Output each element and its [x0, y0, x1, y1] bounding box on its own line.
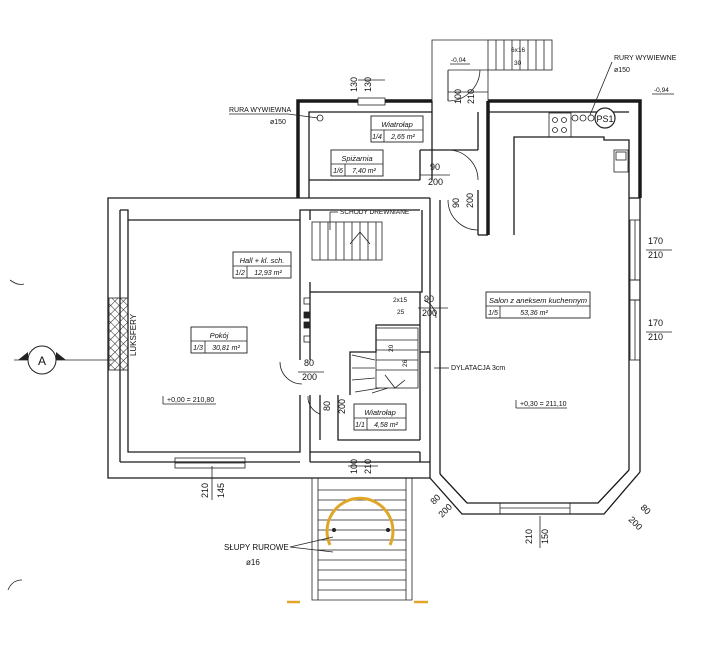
- room-area: 12,93 m²: [254, 270, 282, 277]
- room-label-hall: Hall + kl. sch. 1/2 12,93 m²: [232, 251, 292, 279]
- dim: 200: [428, 177, 443, 187]
- dim: 130: [349, 77, 359, 92]
- dim: 80: [322, 401, 332, 411]
- doors: [279, 69, 481, 415]
- section-marker-label: A: [38, 354, 46, 368]
- dimensions: 130 130 100 210 90 200 90 200 170 210 17…: [200, 77, 672, 548]
- room-name: Spiżarnia: [341, 154, 372, 163]
- level-top-left: -0,04: [451, 57, 466, 64]
- room-area: 4,58 m²: [374, 422, 398, 429]
- dim: 80: [639, 502, 653, 516]
- room-id: 1/4: [372, 134, 382, 141]
- room-name: Hall + kl. sch.: [240, 256, 285, 265]
- dim: 210: [200, 483, 210, 498]
- room-name: Wiatrołap: [364, 408, 396, 417]
- dim: 200: [627, 514, 645, 532]
- stairs: [287, 39, 553, 604]
- schody-drewniane-label: SCHODY DREWNIANE: [340, 209, 410, 216]
- luksfery-label: LUKSFERY: [129, 313, 138, 356]
- dim: 130: [363, 77, 373, 92]
- dim: 90: [424, 294, 434, 304]
- ps1-symbol: PS1: [316, 107, 616, 129]
- dim: 90: [430, 162, 440, 172]
- kitchen-fixtures: [303, 112, 629, 343]
- room-area: 53,36 m²: [520, 310, 548, 317]
- dim: 200: [337, 399, 347, 414]
- dim: 200: [302, 372, 317, 382]
- level-salon: +0,30 = 211,10: [520, 401, 567, 408]
- dylatacja-label: DYLATACJA 3cm: [451, 365, 505, 372]
- room-label-salon: Salon z aneksem kuchennym 1/5 53,36 m²: [485, 291, 591, 319]
- room-name: Pokój: [210, 331, 229, 340]
- dim: 100: [453, 89, 463, 104]
- slupy-rurowe-label: SŁUPY RUROWE: [224, 543, 289, 552]
- dim: 80: [304, 358, 314, 368]
- dim: 200: [465, 193, 475, 208]
- stairs-top-label: 6x16: [511, 47, 525, 54]
- room-area: 7,40 m²: [352, 168, 376, 175]
- dim: 145: [216, 483, 226, 498]
- level-marks: +0,00 = 210,80 +0,30 = 211,10 -0,04 -0,9…: [162, 57, 674, 409]
- rura-wywiewna-label: RURA WYWIEWNA: [229, 107, 292, 114]
- stairs-top-label-2: 30: [514, 60, 522, 67]
- stairs-inner-1: 2x15: [393, 297, 407, 304]
- room-area: 2,65 m²: [390, 134, 415, 141]
- room-id: 1/3: [193, 345, 203, 352]
- room-label-spizarnia: Spiżarnia 1/6 7,40 m²: [330, 149, 384, 177]
- stairs-inner-3: 20: [388, 344, 395, 352]
- dim: 210: [648, 250, 663, 260]
- stairs-inner-4: 26: [402, 359, 409, 367]
- dim: 210: [363, 459, 373, 474]
- rury-wywiewne-dia: ø150: [614, 67, 630, 74]
- room-id: 1/5: [488, 310, 498, 317]
- room-name: Salon z aneksem kuchennym: [489, 296, 587, 305]
- walls: [107, 97, 642, 515]
- room-label-wiatrolap-1-1: Wiatrołap 1/1 4,58 m²: [353, 403, 407, 431]
- rury-wywiewne-label: RURY WYWIEWNE: [614, 55, 677, 62]
- dim: 80: [428, 492, 442, 506]
- dim: 100: [349, 459, 359, 474]
- ps1-label: PS1: [596, 114, 613, 124]
- room-id: 1/1: [355, 422, 365, 429]
- dim: 210: [648, 332, 663, 342]
- dim: 200: [436, 502, 454, 520]
- room-id: 1/2: [235, 270, 245, 277]
- dim: 90: [451, 198, 461, 208]
- room-label-wiatrolap-1-4: Wiatrołap 1/4 2,65 m²: [370, 115, 424, 143]
- dim: 210: [524, 529, 534, 544]
- room-label-pokoj: Pokój 1/3 30,81 m²: [190, 326, 248, 354]
- level-main: +0,00 = 210,80: [167, 397, 214, 404]
- stairs-inner-2: 25: [397, 309, 405, 316]
- room-area: 30,81 m²: [212, 345, 240, 352]
- dim: 200: [422, 308, 437, 318]
- dim: 210: [466, 89, 476, 104]
- column-arc: [325, 496, 395, 546]
- dim: 150: [540, 529, 550, 544]
- section-marker: A: [14, 345, 114, 375]
- level-top-right: -0,94: [654, 87, 669, 94]
- dim: 170: [648, 318, 663, 328]
- annotations: RURA WYWIEWNA ø150 RURY WYWIEWNE ø150 SC…: [129, 47, 677, 567]
- dim: 170: [648, 236, 663, 246]
- room-id: 1/6: [333, 168, 343, 175]
- slupy-rurowe-dia: ø16: [246, 558, 260, 567]
- rura-wywiewna-dia: ø150: [270, 119, 286, 126]
- room-name: Wiatrołap: [381, 120, 413, 129]
